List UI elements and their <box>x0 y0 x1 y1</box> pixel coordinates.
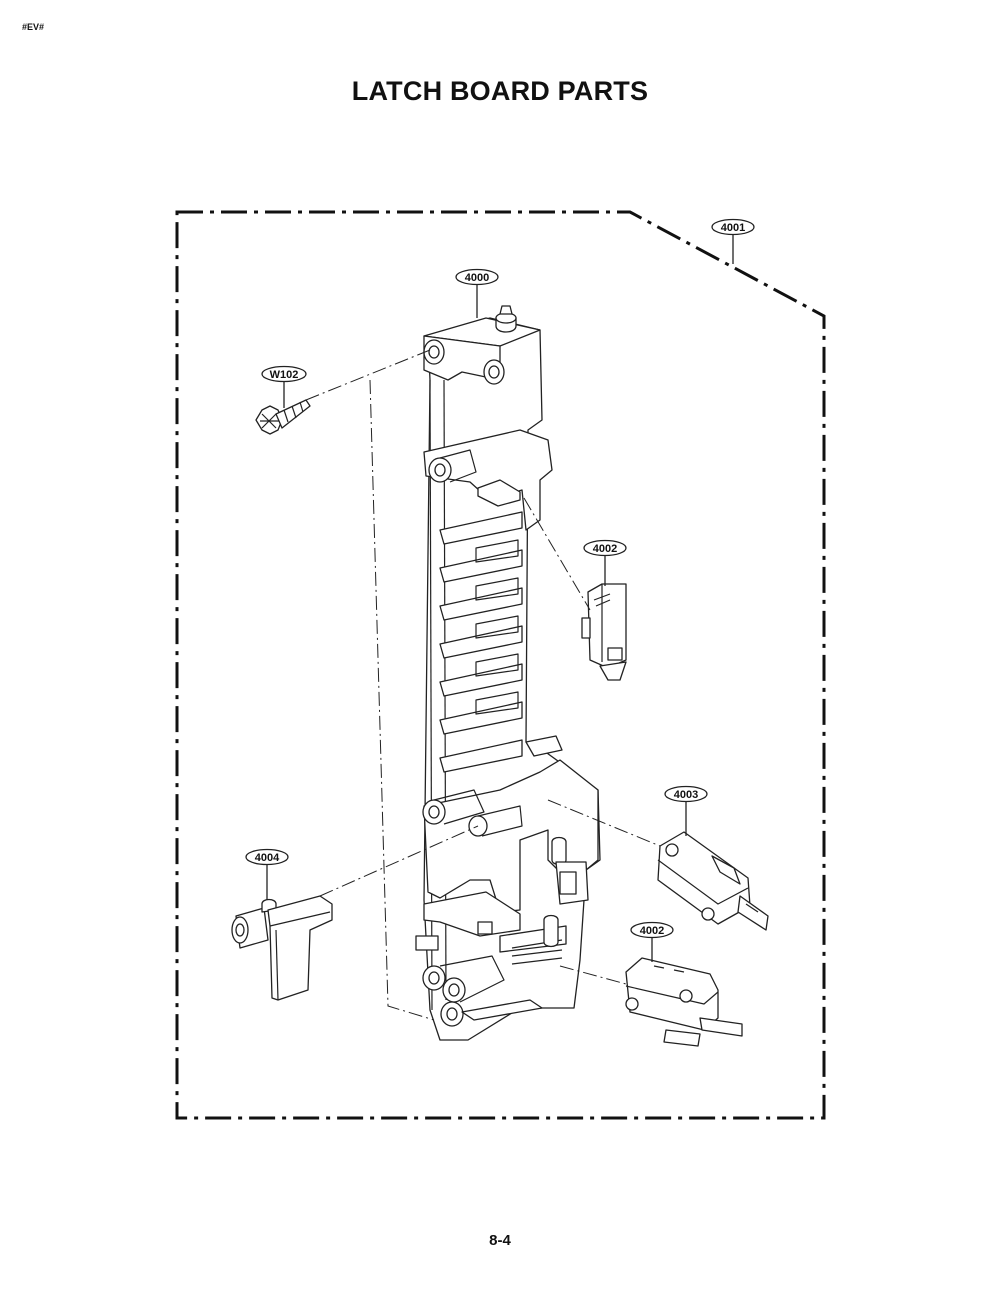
assembly-boundary <box>175 210 826 1120</box>
callout-label: 4003 <box>674 789 698 801</box>
callout-4000: 4000 <box>455 268 499 286</box>
callout-label: W102 <box>270 369 299 381</box>
micro-switch-4002-lower <box>625 957 743 1047</box>
callout-label: 4001 <box>721 222 745 234</box>
corner-tag: #EV# <box>22 22 45 32</box>
micro-switch-4002-upper <box>581 583 627 681</box>
assembly-guide-lines <box>305 349 661 1021</box>
callout-4004: 4004 <box>245 848 289 866</box>
callout-4001: 4001 <box>711 218 755 236</box>
latch-board-body <box>415 305 601 1041</box>
callout-4002-lower: 4002 <box>630 921 674 939</box>
callout-4002-upper: 4002 <box>583 539 627 557</box>
micro-switch-4003 <box>657 831 769 931</box>
latch-lever-4004 <box>231 895 333 1001</box>
callout-label: 4004 <box>255 852 280 864</box>
callout-leaders <box>266 234 734 962</box>
screw-w102 <box>255 399 311 435</box>
callout-label: 4002 <box>640 925 664 937</box>
callout-label: 4000 <box>465 272 489 284</box>
page-title: LATCH BOARD PARTS <box>351 76 649 106</box>
page-number: 8-4 <box>489 1232 511 1249</box>
callout-w102: W102 <box>261 365 307 383</box>
callout-4003: 4003 <box>664 785 708 803</box>
callout-label: 4002 <box>593 543 617 555</box>
